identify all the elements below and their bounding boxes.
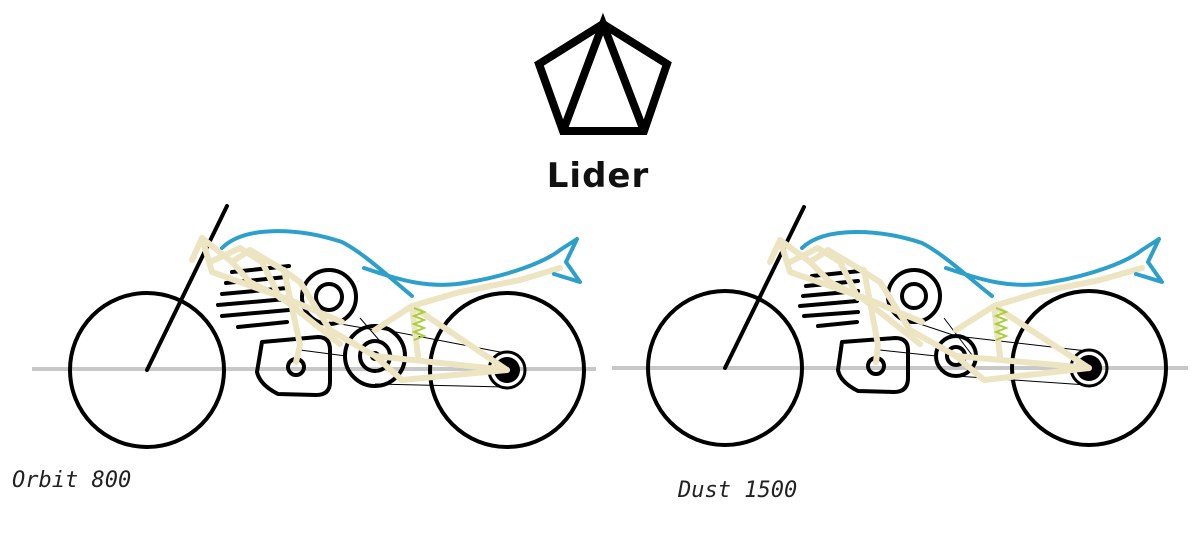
cooling-fins (216, 264, 291, 329)
model-label-left: Orbit 800 (12, 468, 132, 493)
chain-lines (299, 317, 506, 388)
front-fork (723, 205, 806, 370)
front-wheel (68, 291, 226, 449)
frame (189, 235, 563, 383)
rear-shock (411, 307, 427, 341)
brand-title: Lider (546, 156, 650, 196)
rear-shock (993, 307, 1009, 341)
pentagon-logo-icon (534, 12, 672, 135)
front-fork (145, 204, 229, 372)
motorcycle-right (612, 205, 1188, 447)
rear-wheel (428, 291, 586, 449)
front-wheel (646, 289, 804, 447)
motorcycle-left (32, 204, 596, 449)
model-label-right: Dust 1500 (678, 478, 798, 503)
rear-wheel (1010, 289, 1168, 447)
fuel-tank (220, 229, 582, 298)
frame (767, 237, 1145, 383)
fuel-tank (800, 230, 1164, 298)
